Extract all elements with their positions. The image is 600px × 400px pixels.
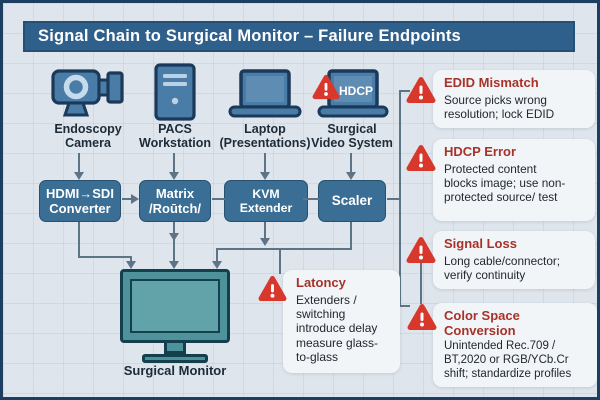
latency-note-body: Extenders / switching introduce delay me…	[296, 292, 379, 365]
connector-junction-to-latency	[279, 250, 281, 274]
connector-junction-bar	[216, 248, 352, 250]
monitor-label: Surgical Monitor	[123, 363, 227, 378]
arrowhead-icon	[169, 233, 179, 241]
failure-title-signal-loss: Signal Loss	[444, 236, 517, 251]
connector-converter-into-monitor	[130, 256, 132, 263]
connector-scaler-down	[350, 222, 352, 249]
endoscopy-camera-icon	[51, 69, 124, 117]
arrowhead-icon	[126, 261, 136, 269]
connector-converter-across	[78, 256, 132, 258]
connector-junction-into-monitor	[216, 250, 218, 263]
signal-loss-warning-icon	[406, 237, 436, 263]
latency-note-title: Latoncy	[296, 275, 346, 290]
chain-box-matrix-router: Matrix /Roūtch/	[139, 180, 211, 222]
title-bar: Signal Chain to Surgical Monitor – Failu…	[23, 21, 575, 52]
connector-kvm-down	[264, 222, 266, 239]
chain-box-hdmi-sdi-converter: HDMI→SDI Converter	[39, 180, 121, 222]
failure-card-signal-loss: Signal Loss Long cable/connector; verify…	[433, 231, 595, 289]
connector-bracket-to-edid	[401, 90, 410, 92]
connector-matrix-to-kvm	[212, 198, 225, 200]
arrowhead-icon	[169, 261, 179, 269]
connector-converter-to-matrix	[122, 198, 133, 200]
edid-warning-icon	[406, 77, 436, 103]
device-label-endoscopy-camera: Endoscopy Camera	[54, 122, 122, 151]
hdcp-error-warning-icon	[406, 145, 436, 171]
chain-box-scaler: Scaler	[318, 180, 386, 222]
failure-body-hdcp: Protected content blocks image; use non-…	[444, 161, 566, 204]
monitor-screen	[130, 279, 220, 333]
connector-kvm-to-scaler	[303, 198, 319, 200]
device-label-pacs-workstation: PACS Workstation	[139, 122, 211, 151]
hdcp-screen-text: HDCP	[339, 84, 373, 98]
connector-pacs-to-matrix	[173, 153, 175, 172]
connector-signalloss-to-colorspace	[420, 260, 422, 304]
connector-svs-to-scaler	[350, 153, 352, 172]
arrowhead-icon	[212, 261, 222, 269]
failure-title-hdcp: HDCP Error	[444, 144, 517, 159]
arrowhead-icon	[169, 172, 179, 180]
color-space-warning-icon	[407, 304, 437, 330]
failure-title-edid: EDID Mismatch	[444, 75, 539, 90]
arrowhead-icon	[260, 172, 270, 180]
device-label-laptop: Laptop (Presentations)	[219, 122, 311, 151]
connector-converter-down	[78, 222, 80, 258]
connector-laptop-to-kvm	[264, 153, 266, 172]
connector-matrix-to-monitor	[173, 222, 175, 263]
connector-camera-to-converter	[78, 153, 80, 172]
failure-title-color-space: Color Space Conversion	[444, 308, 520, 338]
failure-card-color-space: Color Space Conversion Unintended Rec.70…	[433, 303, 597, 387]
failure-body-signal-loss: Long cable/connector; verify continuity	[444, 253, 561, 282]
latency-warning-icon	[258, 275, 287, 302]
failure-card-edid-mismatch: EDID Mismatch Source picks wrong resolut…	[433, 70, 595, 128]
arrowhead-icon	[346, 172, 356, 180]
failure-body-edid: Source picks wrong resolution; lock EDID	[444, 92, 555, 121]
arrowhead-icon	[131, 194, 139, 204]
connector-bracket-to-colorspace	[401, 305, 410, 307]
failure-card-hdcp-error: HDCP Error Protected content blocks imag…	[433, 139, 595, 221]
connector-failure-bracket	[399, 90, 401, 307]
laptop-icon	[228, 69, 302, 118]
page-title: Signal Chain to Surgical Monitor – Failu…	[38, 27, 461, 45]
arrowhead-icon	[74, 172, 84, 180]
chain-box-kvm-extender: KVM Extender	[224, 180, 308, 222]
monitor-base	[142, 354, 208, 363]
failure-body-color-space: Unintended Rec.709 / BT,2020 or RGB/YCb.…	[444, 340, 572, 380]
arrowhead-icon	[260, 238, 270, 246]
pacs-workstation-icon	[154, 63, 196, 121]
monitor-neck	[164, 343, 186, 354]
hdcp-warning-icon	[312, 74, 340, 100]
device-label-surgical-video-system: Surgical Video System	[311, 122, 393, 151]
connector-scaler-to-bracket	[387, 198, 400, 200]
latency-note-card: Latoncy Extenders / switching introduce …	[283, 270, 400, 373]
